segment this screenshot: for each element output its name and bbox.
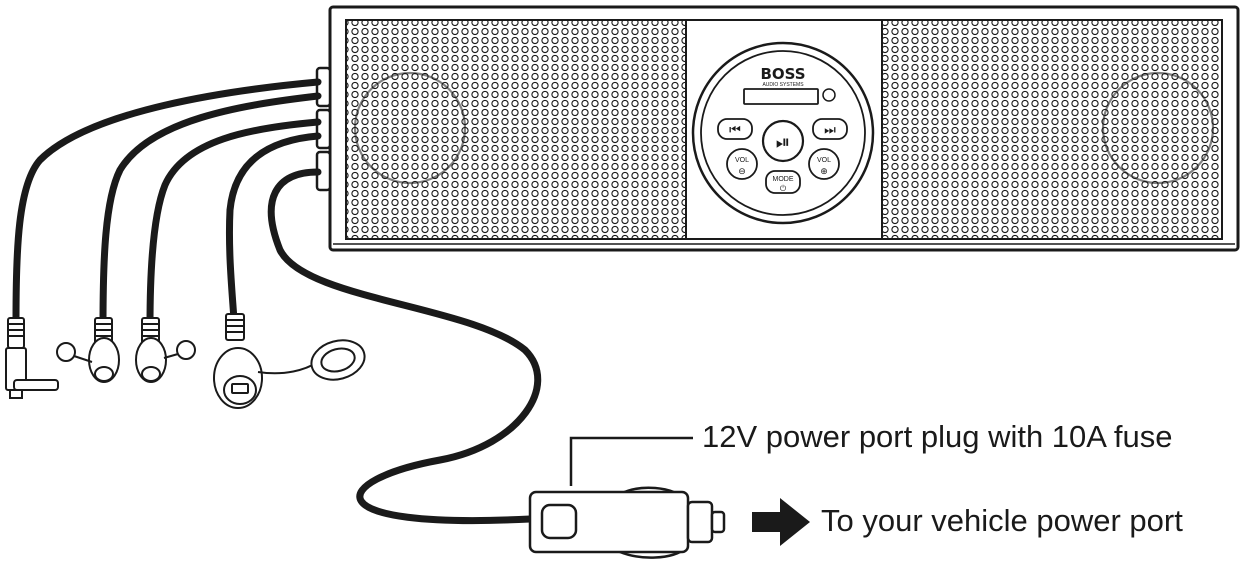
plug-tip <box>686 500 714 544</box>
cable-power <box>267 168 542 525</box>
plus-icon: ⊕ <box>820 167 828 177</box>
rca-connector-2 <box>135 317 196 383</box>
left-woofer-outline <box>353 71 467 185</box>
arrow-right-icon <box>752 498 810 546</box>
mode-label: MODE <box>773 176 794 183</box>
brand-logo: BOSS <box>760 65 805 83</box>
volume-up-button[interactable]: VOL ⊕ <box>808 148 840 180</box>
brand-subtitle: AUDIO SYSTEMS <box>762 82 804 88</box>
power-icon: ⏻ <box>780 184 787 193</box>
right-grille <box>881 19 1223 240</box>
volume-down-button[interactable]: VOL ⊖ <box>726 148 758 180</box>
cable-rca-1 <box>99 92 322 329</box>
play-pause-button[interactable]: ⏯ <box>761 119 805 163</box>
play-pause-icon: ⏯ <box>776 132 790 153</box>
lcd-display <box>743 88 819 105</box>
next-icon: ⏭ <box>824 123 836 138</box>
power-port-callout-label: To your vehicle power port <box>821 503 1183 538</box>
callout-leader-line <box>569 436 693 486</box>
plug-indicator <box>540 503 578 540</box>
usb-port-icon <box>231 383 249 394</box>
cable-usb <box>225 132 322 324</box>
plug-callout-label: 12V power port plug with 10A fuse <box>702 419 1173 454</box>
rca-connector-1 <box>56 317 120 383</box>
next-button[interactable]: ⏭ <box>812 118 848 140</box>
prev-button[interactable]: ⏮ <box>717 118 753 140</box>
cables <box>12 78 542 525</box>
volume-down-label: VOL <box>735 157 749 164</box>
right-woofer-outline <box>1101 71 1215 185</box>
usb-socket <box>213 313 366 409</box>
cable-aux <box>12 78 322 324</box>
volume-up-label: VOL <box>817 157 831 164</box>
mode-power-button[interactable]: MODE ⏻ <box>765 170 801 194</box>
power-plug <box>528 486 726 559</box>
prev-icon: ⏮ <box>729 123 741 138</box>
control-head: BOSS AUDIO SYSTEMS ⏮ ⏯ ⏭ VOL ⊖ VOL ⊕ MOD <box>691 41 875 225</box>
speaker-bar <box>328 5 1240 252</box>
aux-connector <box>5 317 59 399</box>
left-grille <box>345 19 687 240</box>
cable-rca-2 <box>146 118 322 329</box>
ir-sensor <box>822 88 836 102</box>
minus-icon: ⊖ <box>738 167 746 177</box>
